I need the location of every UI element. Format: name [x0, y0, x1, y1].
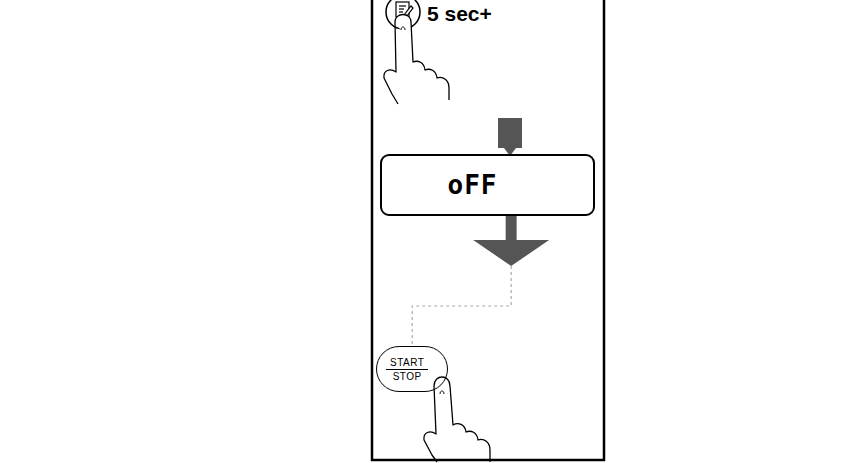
fingernail — [440, 391, 444, 394]
step-marker — [498, 118, 522, 148]
pressing-hand — [424, 377, 490, 462]
arrow-head — [473, 240, 549, 266]
fingernail — [401, 27, 405, 30]
button-label: STOP — [389, 370, 426, 383]
button-label: START — [386, 356, 428, 370]
lcd-display: oFF — [380, 154, 595, 216]
start-stop-button: STARTSTOP — [376, 346, 448, 392]
pressing-hand — [384, 15, 449, 105]
panel-frame — [372, 0, 604, 460]
step-arrow — [412, 216, 549, 346]
hold-duration: 5 sec+ — [427, 2, 492, 26]
display-readout: oFF — [448, 171, 498, 200]
arrow-shaft — [506, 216, 517, 242]
arrow-guide — [412, 266, 511, 346]
